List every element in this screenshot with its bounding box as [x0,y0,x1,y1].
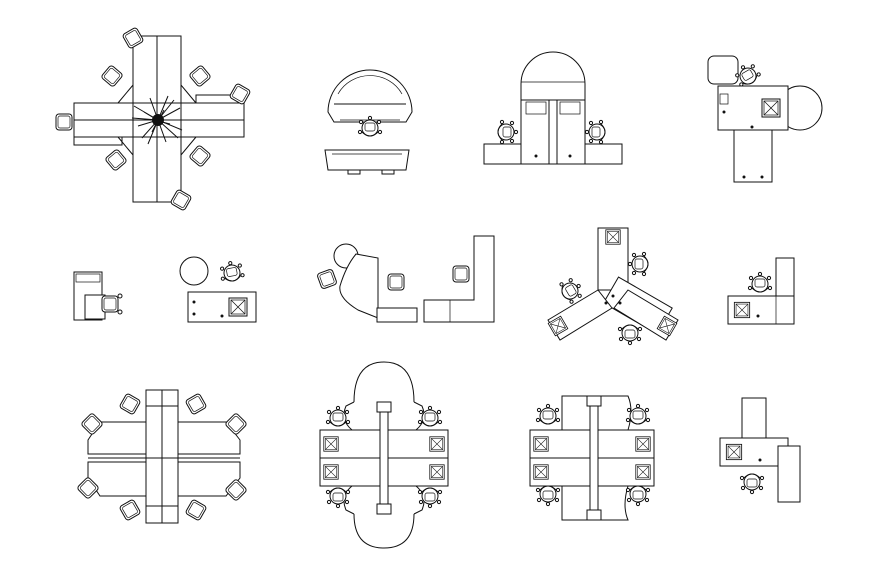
monitor-icon [323,464,339,480]
office-chair-icon [169,188,193,212]
corner-desk-chair [719,397,801,503]
cluster-4-angled-desks [76,389,248,524]
desk-round-table [707,55,823,183]
cluster-4-desks-planter [55,26,252,212]
office-chair-icon [452,265,470,283]
office-chair-icon [55,113,73,131]
curved-desk-l-desk [316,235,495,323]
office-chair-icon [100,64,124,88]
desk-round-side-table [179,256,257,323]
monitor-icon [605,229,621,245]
monitor-icon [228,297,248,317]
monitor-icon [533,464,549,480]
office-chair-icon [224,412,248,436]
office-chair-icon [121,26,145,50]
office-chair-icon [80,412,104,436]
office-chair-icon [188,144,212,168]
y-shaped-3-workstation [547,227,679,346]
swivel-chair-icon [627,251,649,277]
swivel-chair-icon [747,271,773,293]
planter-icon [131,95,183,145]
office-chair-icon [118,498,142,522]
monitor-icon [429,436,445,452]
monitor-icon [761,98,781,118]
swivel-chair-icon [739,473,765,495]
office-chair-icon [316,268,338,290]
swivel-chair-icon [497,119,519,145]
office-chair-icon [104,148,128,172]
swivel-chair-icon [535,485,561,507]
office-chair-icon [228,82,252,106]
arched-paired-desks [483,51,623,165]
office-chair-icon [184,392,208,416]
office-chair-icon [76,476,100,500]
round-reception-desk [324,69,413,175]
swivel-chair-icon [417,487,443,509]
swivel-chair-icon [325,487,351,509]
oval-4-workstation [319,361,449,549]
office-chair-icon [101,295,119,313]
office-chair-icon [387,273,405,291]
small-return-desk [73,271,123,321]
swivel-chair-icon [584,119,606,145]
monitor-icon [533,436,549,452]
monitor-icon [725,443,743,461]
swivel-chair-icon [218,259,246,284]
monitor-icon [429,464,445,480]
monitor-icon [733,301,751,319]
swivel-chair-icon [535,403,561,425]
rect-4-workstation [529,395,655,521]
office-chair-icon [118,392,142,416]
l-shaped-desk [727,257,795,325]
monitor-icon [635,436,651,452]
office-chair-icon [188,64,212,88]
office-chair-icon [184,498,208,522]
monitor-icon [323,436,339,452]
monitor-icon [635,464,651,480]
swivel-chair-icon [617,324,643,346]
swivel-chair-icon [625,485,651,507]
office-chair-icon [224,478,248,502]
